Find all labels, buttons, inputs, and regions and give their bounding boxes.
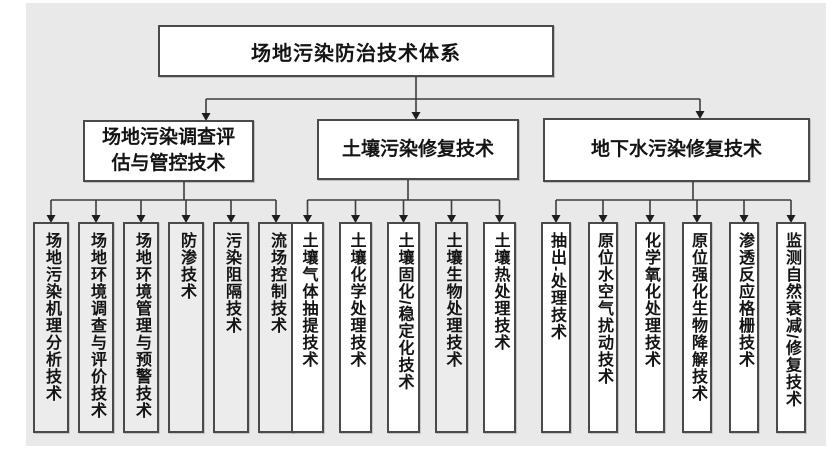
leaf-node: 污染阻隔技术: [213, 222, 249, 433]
leaf-node: 化学氧化处理技术: [635, 222, 665, 433]
leaf-node-label: 监测自然衰减/修复技术: [783, 232, 800, 408]
leaf-node: 土壤气体抽提技术: [291, 222, 324, 433]
leaf-node-label: 土壤固化/稳定化技术: [395, 232, 413, 391]
leaf-node-label: 原位水空气扰动技术: [595, 232, 612, 385]
branch-node-groundwater-remediation: 地下水污染修复技术: [543, 118, 810, 182]
leaf-node-label: 原位强化生物降解技术: [689, 232, 706, 402]
leaf-node-label: 防渗技术: [178, 232, 195, 300]
leaf-node: 监测自然衰减/修复技术: [776, 222, 806, 433]
leaf-node: 渗透反应格栅技术: [729, 222, 759, 433]
leaf-node: 场地污染机理分析技术: [33, 222, 69, 433]
leaf-node: 抽出-处理技术: [541, 222, 571, 433]
leaf-node-label: 抽出-处理技术: [548, 232, 565, 341]
leaf-node-label: 渗透反应格栅技术: [736, 232, 753, 368]
leaf-node-label: 场地环境管理与预警技术: [133, 232, 150, 419]
leaf-node-label: 化学氧化处理技术: [642, 232, 659, 368]
branch-node-label: 场地污染调查评估与管控技术: [101, 127, 235, 174]
leaf-row-groundwater-remediation: 抽出-处理技术 原位水空气扰动技术 化学氧化处理技术 原位强化生物降解技术 渗透反应格栅…: [541, 222, 806, 433]
leaf-node-label: 污染阻隔技术: [223, 232, 240, 334]
leaf-node-label: 土壤化学处理技术: [347, 232, 365, 368]
leaf-node: 场地环境管理与预警技术: [123, 222, 159, 433]
leaf-node: 土壤固化/稳定化技术: [387, 222, 420, 433]
leaf-node: 原位强化生物降解技术: [682, 222, 712, 433]
leaf-node: 土壤化学处理技术: [339, 222, 372, 433]
leaf-node-label: 场地环境调查与评价技术: [88, 232, 105, 419]
branch-node-label: 土壤污染修复技术: [341, 138, 494, 160]
leaf-row-survey-assessment: 场地污染机理分析技术 场地环境调查与评价技术 场地环境管理与预警技术 防渗技术 污染阻隔…: [33, 222, 294, 433]
leaf-node: 防渗技术: [168, 222, 204, 433]
leaf-node: 原位水空气扰动技术: [588, 222, 618, 433]
leaf-node: 土壤生物处理技术: [435, 222, 468, 433]
branch-node-label: 地下水污染修复技术: [590, 139, 762, 161]
leaf-node-label: 土壤气体抽提技术: [299, 232, 317, 368]
leaf-node: 土壤热处理技术: [483, 222, 516, 433]
leaf-node: 流场控制技术: [258, 222, 294, 433]
leaf-node-label: 土壤生物处理技术: [443, 232, 461, 368]
leaf-node: 场地环境调查与评价技术: [78, 222, 114, 433]
leaf-node-label: 场地污染机理分析技术: [43, 232, 60, 402]
leaf-node-label: 流场控制技术: [268, 232, 285, 334]
root-node-label: 场地污染防治技术体系: [251, 42, 461, 65]
branch-node-soil-remediation: 土壤污染修复技术: [317, 119, 519, 180]
root-node: 场地污染防治技术体系: [158, 25, 554, 77]
leaf-node-label: 土壤热处理技术: [491, 232, 509, 351]
leaf-row-soil-remediation: 土壤气体抽提技术 土壤化学处理技术 土壤固化/稳定化技术 土壤生物处理技术 土壤热处理技…: [291, 222, 516, 433]
branch-node-survey-assessment: 场地污染调查评估与管控技术: [83, 120, 254, 182]
